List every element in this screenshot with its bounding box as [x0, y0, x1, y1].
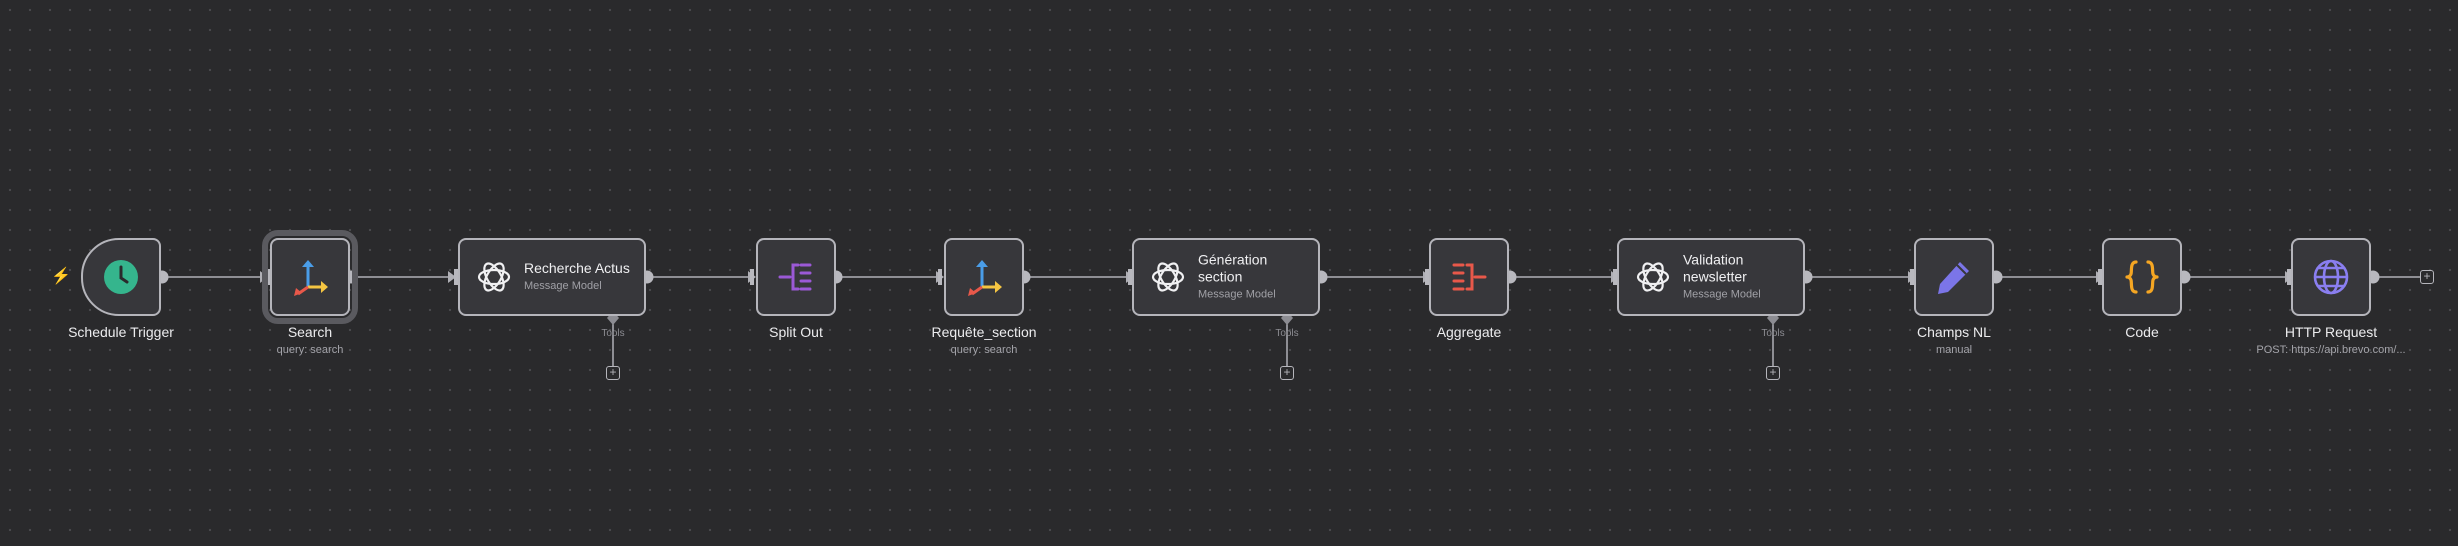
node-label: Split Out: [769, 324, 823, 340]
node-subtitle: query: search: [276, 344, 344, 356]
node-label: Code: [2125, 324, 2159, 340]
node-label: Schedule Trigger: [68, 324, 174, 340]
add-tool-button[interactable]: +: [606, 366, 620, 380]
split-out-icon: [778, 263, 812, 291]
node-label: Search: [287, 324, 333, 340]
globe-icon: [2313, 259, 2349, 295]
trigger-bolt-icon: ⚡: [51, 268, 71, 285]
branch-arrows-icon: [968, 260, 1002, 296]
node-champs-nl[interactable]: [1914, 238, 1994, 316]
node-subtitle: Message Model: [524, 280, 602, 292]
node-label: Requête_section: [931, 324, 1037, 340]
openai-icon: [1636, 262, 1670, 292]
node-label: HTTP Request: [2284, 324, 2378, 340]
node-label: Champs NL: [1917, 324, 1991, 340]
node-subtitle: query: search: [950, 344, 1018, 356]
tools-label: Tools: [1761, 328, 1785, 339]
pencil-icon: [1938, 262, 1969, 294]
openai-icon: [1151, 262, 1185, 292]
add-tool-button[interactable]: +: [1280, 366, 1294, 380]
node-title: Recherche Actus: [524, 260, 630, 276]
node-validation-newsletter[interactable]: Validation newsletter Message Model: [1617, 238, 1805, 316]
node-http-request[interactable]: [2291, 238, 2371, 316]
tools-label: Tools: [1275, 328, 1299, 339]
node-search[interactable]: [262, 230, 358, 324]
clock-icon: [104, 260, 138, 294]
branch-arrows-icon: [294, 260, 328, 296]
node-code[interactable]: [2102, 238, 2182, 316]
node-title: Génération section: [1198, 251, 1268, 285]
node-aggregate[interactable]: [1429, 238, 1509, 316]
add-tool-button[interactable]: +: [1766, 366, 1780, 380]
node-subtitle: Message Model: [1198, 288, 1276, 301]
node-requete-section[interactable]: [944, 238, 1024, 316]
node-generation-section[interactable]: Génération section Message Model: [1132, 238, 1320, 316]
node-label: Aggregate: [1436, 324, 1502, 340]
node-recherche-actus[interactable]: Recherche Actus Message Model: [458, 238, 646, 316]
node-subtitle: manual: [1935, 344, 1973, 356]
openai-icon: [477, 262, 511, 292]
node-subtitle: POST: https://api.brevo.com/...: [2256, 344, 2406, 356]
node-title: Validation newsletter: [1683, 251, 1747, 285]
aggregate-icon: [1452, 263, 1487, 291]
add-node-button[interactable]: +: [2420, 270, 2434, 284]
node-subtitle: Message Model: [1683, 288, 1761, 301]
node-split-out[interactable]: [756, 238, 836, 316]
code-braces-icon: [2125, 260, 2159, 294]
node-schedule-trigger[interactable]: [81, 238, 161, 316]
tools-label: Tools: [601, 328, 625, 339]
